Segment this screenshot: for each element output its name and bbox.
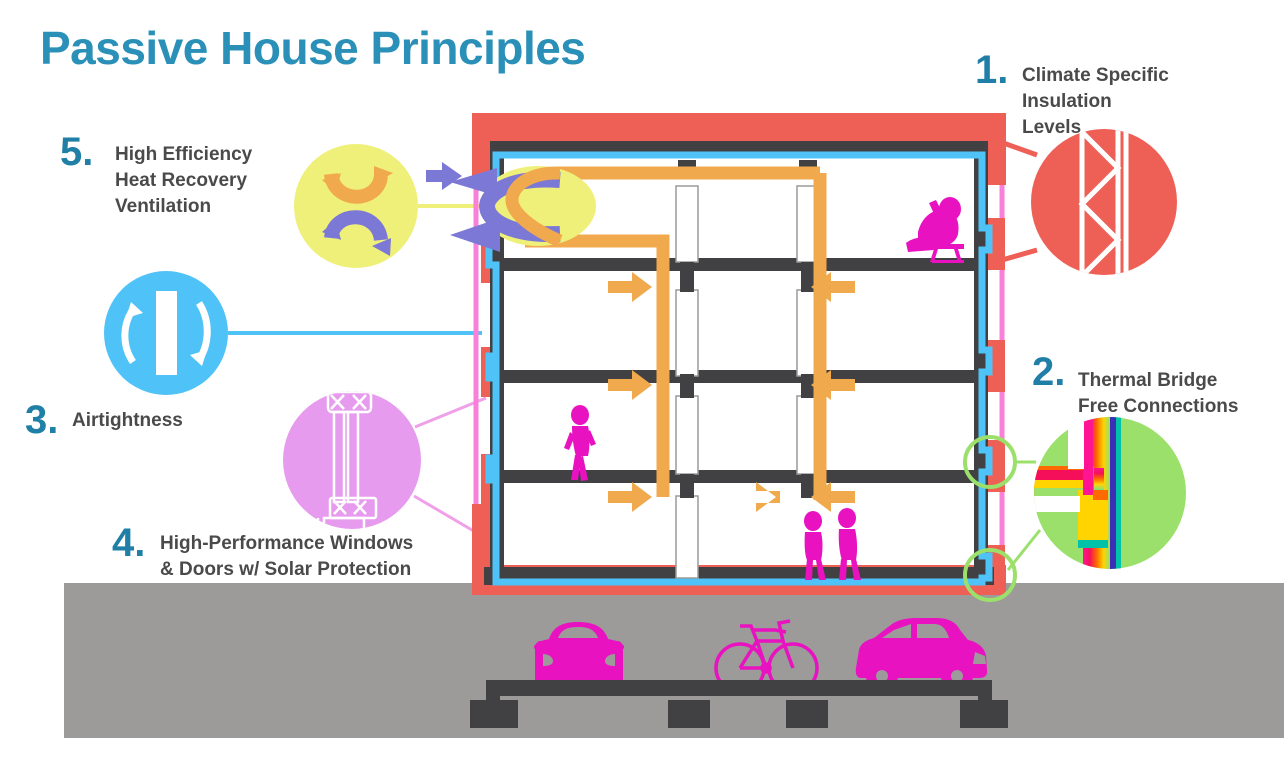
principle-4-number: 4. [112, 521, 145, 565]
hrv-orange-swirl [505, 166, 563, 247]
page-title: Passive House Principles [40, 22, 585, 74]
label-2-thermal-bridge-free-connections: 2. Thermal Bridge Free Connections [1032, 350, 1238, 417]
principle-2-line-1: Thermal Bridge [1078, 370, 1217, 391]
principle-1-line-1: Climate Specific [1022, 65, 1169, 86]
airtight-jog-left-2 [485, 352, 496, 382]
principle-1-line-3: Levels [1022, 117, 1081, 138]
airflow-arrow-supply-3 [811, 482, 855, 512]
label-3-airtightness: 3. Airtightness [25, 398, 183, 442]
principle-4-line-1: High-Performance Windows [160, 533, 413, 554]
hrv-arrow-out [450, 218, 500, 252]
principle-5-line-1: High Efficiency [115, 144, 253, 165]
principle-5-line-3: Ventilation [115, 196, 211, 217]
insulation-batt-icon [1031, 129, 1177, 275]
airtight-barrier-icon [104, 271, 228, 395]
principle-5-number: 5. [60, 130, 93, 174]
person-walking [564, 405, 596, 481]
airflow-arrows [608, 272, 855, 512]
airflow-arrow-extract-2 [608, 370, 652, 400]
airflow-arrow-supply-2 [811, 370, 855, 400]
passive-house-section-diagram [426, 113, 1017, 728]
principle-3-number: 3. [25, 398, 58, 442]
thermal-bridge-highlight-bottom [963, 548, 1017, 602]
airflow-arrow-supply-bottom [756, 482, 780, 512]
label-4-high-performance-windows: 4. High-Performance Windows & Doors w/ S… [112, 521, 413, 580]
principle-1-line-2: Insulation [1022, 91, 1112, 112]
thermal-gradient-corner-icon [1034, 417, 1186, 569]
vertical-shafts-left [675, 160, 699, 579]
insulation-wall-right-top [984, 113, 1006, 185]
hrv-arrow-in [450, 168, 497, 196]
floor-slab-1 [490, 258, 974, 271]
thermal-bridge-highlight-top [963, 435, 1017, 489]
airflow-arrow-extract-3 [608, 482, 652, 512]
airtight-jog-left-3 [485, 454, 496, 484]
airflow-arrow-supply-1 [811, 272, 855, 302]
car-front-left [534, 622, 624, 696]
person-seated-reading [906, 197, 964, 263]
car-side-right [855, 618, 988, 692]
bicycle [714, 619, 819, 694]
window-section-icon [283, 391, 421, 529]
floor-slab-2 [490, 370, 974, 383]
principle-5-line-2: Heat Recovery [115, 170, 247, 191]
hrv-exterior-arrow-intake [426, 162, 462, 190]
principle-4-line-2: & Doors w/ Solar Protection [160, 559, 411, 580]
principle-2-number: 2. [1032, 350, 1065, 394]
principle-2-line-2: Free Connections [1078, 396, 1238, 417]
label-5-heat-recovery-ventilation: 5. High Efficiency Heat Recovery Ventila… [60, 130, 253, 217]
principle-1-number: 1. [975, 48, 1008, 92]
heat-recovery-arrows-icon [294, 144, 418, 268]
label-1-climate-specific-insulation-levels: 1. Climate Specific Insulation Levels [975, 48, 1169, 138]
airflow-arrow-extract-1 [608, 272, 652, 302]
floor-slab-3 [490, 470, 974, 483]
principle-3-line-1: Airtightness [72, 410, 183, 431]
insulation-wall-left-top [472, 113, 494, 185]
person-standing-pair [804, 508, 861, 580]
basement-footings [470, 680, 1008, 728]
